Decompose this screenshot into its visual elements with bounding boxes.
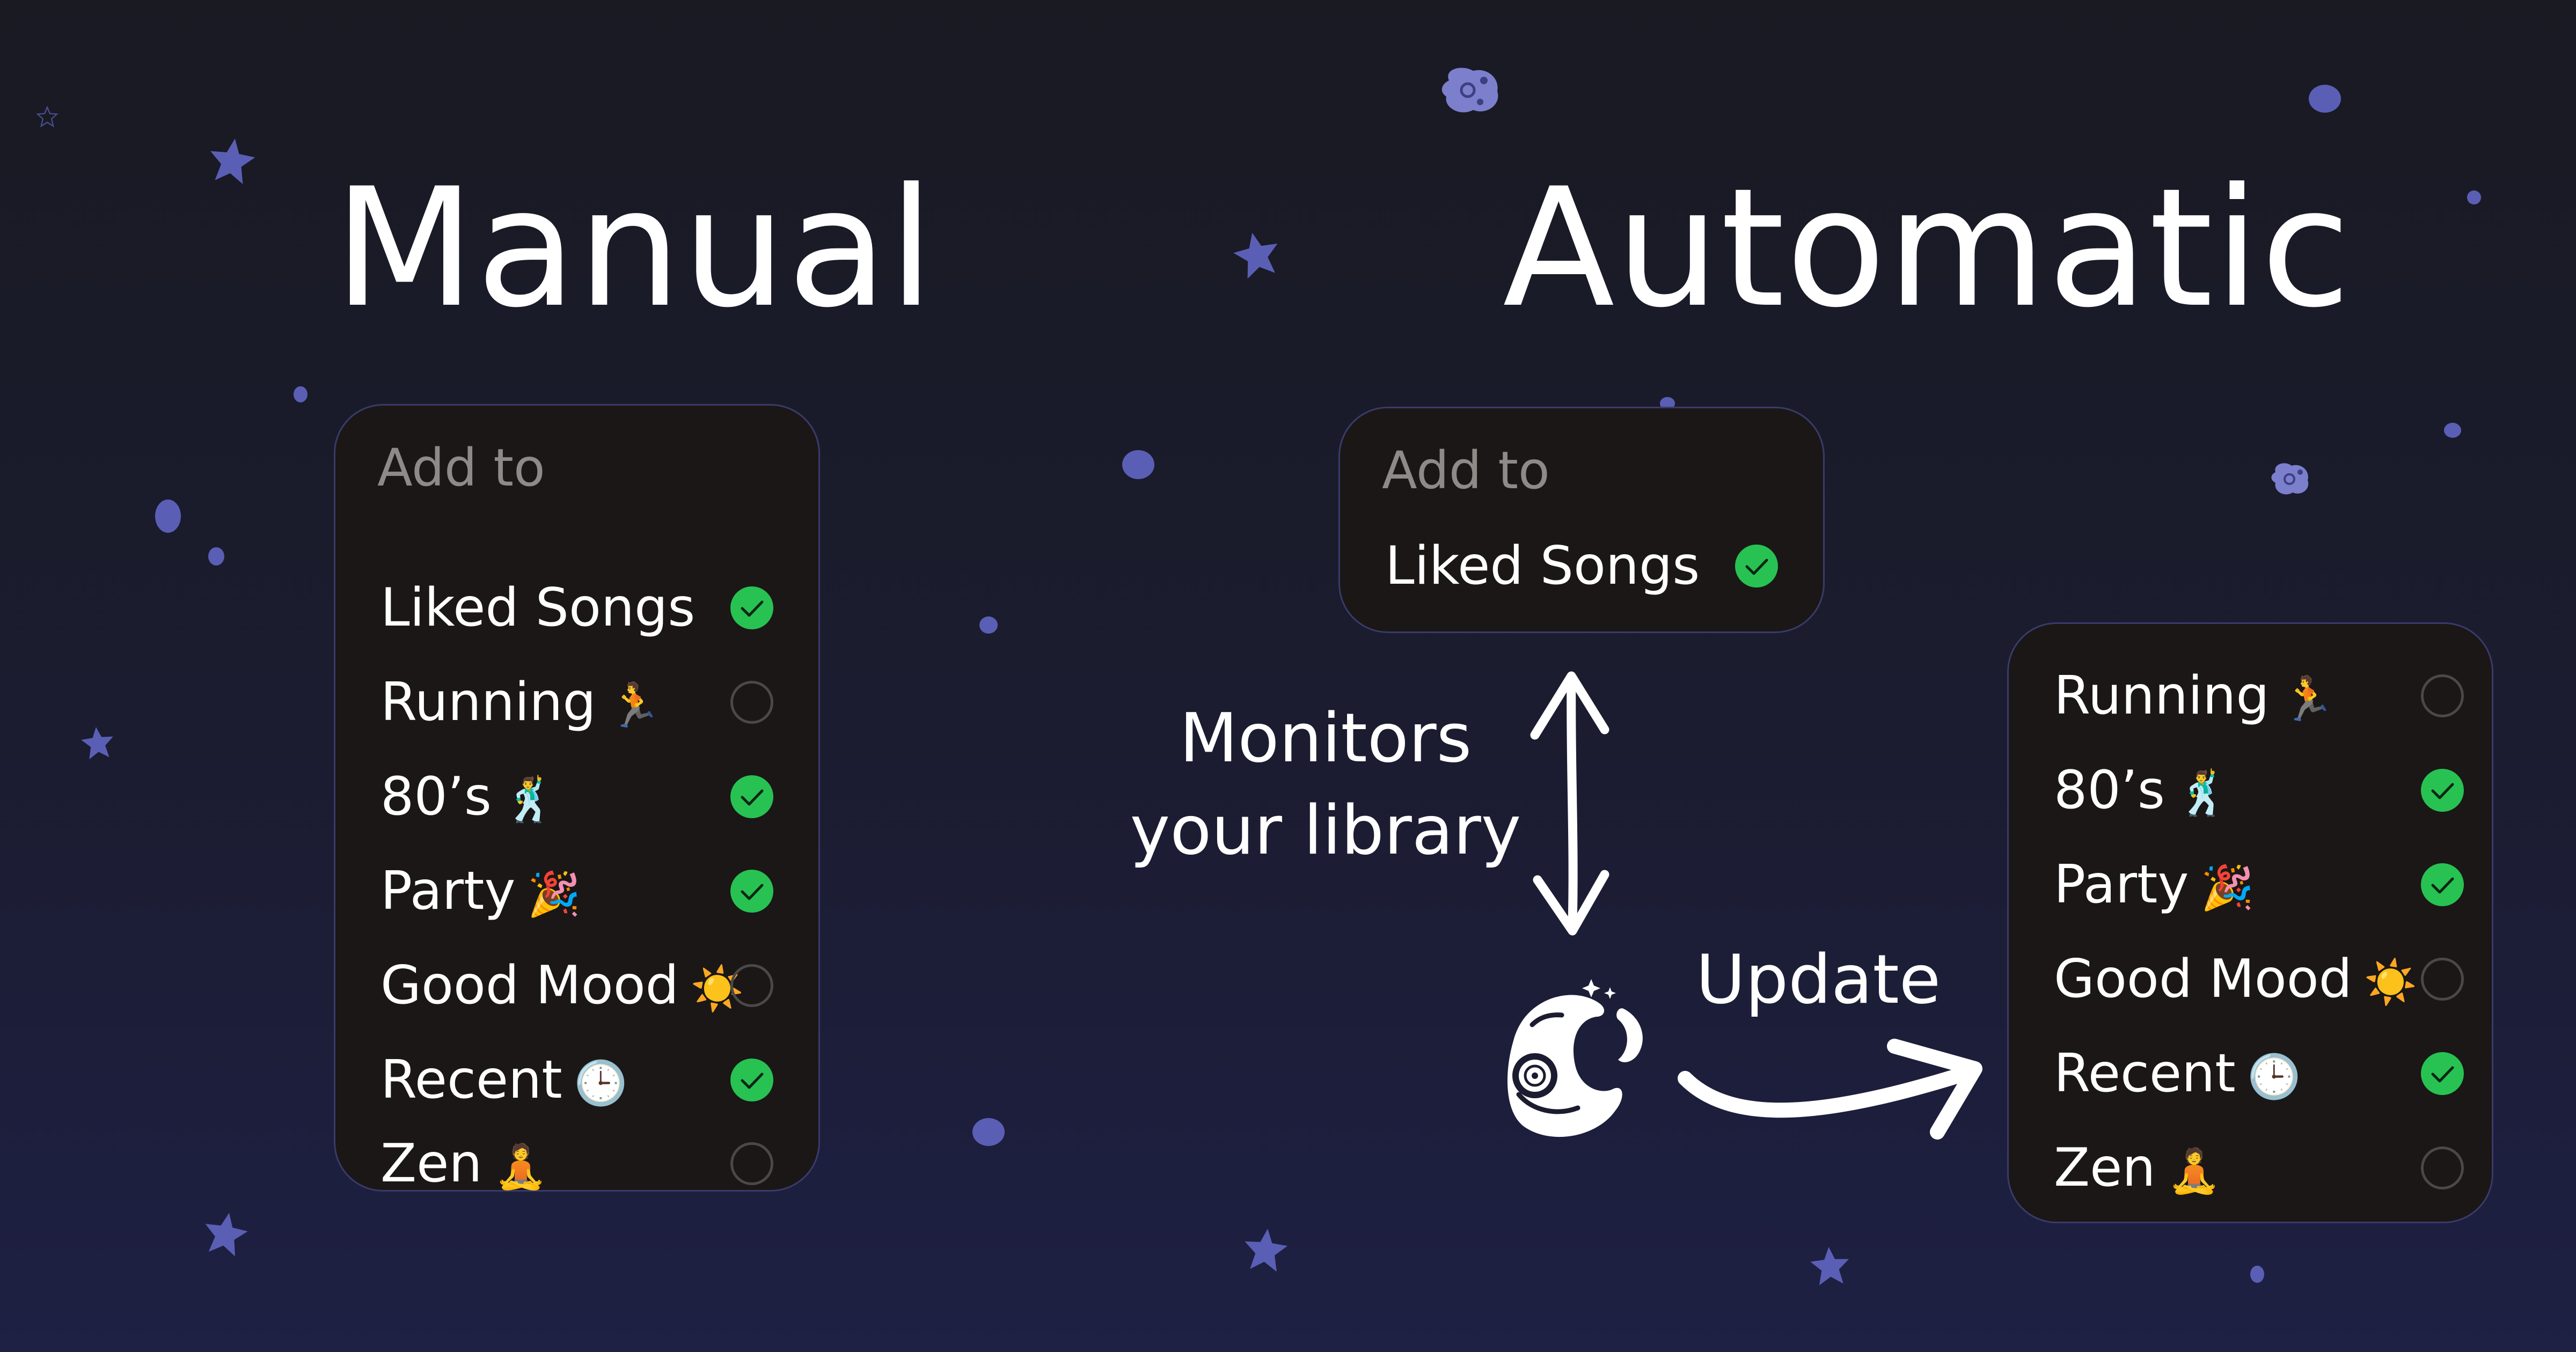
unchecked-icon[interactable]: [2421, 1147, 2464, 1189]
checked-icon[interactable]: [730, 870, 773, 913]
playlist-row-party[interactable]: Party🎉: [335, 848, 818, 934]
star-outline-icon: [36, 106, 58, 127]
playlist-row-recent[interactable]: Recent🕒: [2009, 1031, 2492, 1116]
monitors-caption: Monitors your library: [1127, 692, 1524, 877]
playlist-label: Zen: [2054, 1137, 2156, 1199]
meditation-emoji-icon: 🧘: [2167, 1146, 2221, 1196]
playlist-row-recent[interactable]: Recent🕒: [335, 1037, 818, 1123]
checked-icon[interactable]: [2421, 769, 2464, 812]
playlist-row-liked-songs[interactable]: Liked Songs: [335, 565, 818, 651]
playlist-row-good-mood[interactable]: Good Mood☀️: [335, 943, 818, 1028]
playlist-row-running[interactable]: Running🏃: [335, 659, 818, 745]
playlist-row-liked-songs[interactable]: Liked Songs: [1340, 523, 1823, 609]
checked-icon[interactable]: [1735, 545, 1778, 587]
checked-icon[interactable]: [730, 1059, 773, 1101]
monitors-line-1: Monitors: [1179, 699, 1472, 777]
update-caption: Update: [1696, 940, 1941, 1019]
manual-playlist-panel: Add to Liked Songs Running🏃 80’s🕺 Party🎉…: [334, 404, 820, 1194]
playlist-row-running[interactable]: Running🏃: [2009, 653, 2492, 739]
unchecked-icon[interactable]: [2421, 674, 2464, 717]
dancing-emoji-icon: 🕺: [2176, 768, 2230, 818]
star-icon: [206, 135, 258, 186]
dot: [2309, 85, 2341, 113]
playlist-label: 80’s: [2054, 760, 2165, 821]
checked-icon[interactable]: [730, 586, 773, 629]
playlist-label: Recent: [2054, 1043, 2236, 1104]
checked-icon[interactable]: [730, 775, 773, 818]
panel-header: Add to: [377, 438, 545, 498]
playlist-label: Recent: [380, 1049, 562, 1111]
panel-header: Add to: [1382, 440, 1550, 501]
star-icon: [80, 725, 115, 760]
meditation-emoji-icon: 🧘: [494, 1142, 548, 1192]
dot: [972, 1118, 1005, 1146]
playlist-label: Party: [2054, 854, 2189, 915]
playlist-label: 80’s: [380, 766, 492, 827]
playlist-label: Liked Songs: [1385, 535, 1700, 597]
clock-emoji-icon: 🕒: [574, 1058, 628, 1108]
dancing-emoji-icon: 🕺: [503, 775, 557, 825]
astronaut-helmet-icon: [1507, 979, 1643, 1137]
asteroid-icon: [1441, 68, 1498, 113]
dot: [979, 616, 998, 634]
playlist-row-80s[interactable]: 80’s🕺: [2009, 747, 2492, 833]
auto-playlists-panel: Running🏃 80’s🕺 Party🎉 Good Mood☀️ Recent…: [2007, 622, 2493, 1223]
unchecked-icon[interactable]: [730, 964, 773, 1007]
sun-emoji-icon: ☀️: [2363, 957, 2418, 1007]
auto-liked-songs-panel: Add to Liked Songs: [1338, 407, 1825, 633]
checked-icon[interactable]: [2421, 863, 2464, 906]
playlist-row-party[interactable]: Party🎉: [2009, 842, 2492, 928]
manual-heading: Manual: [334, 153, 935, 343]
dot: [1122, 450, 1154, 479]
asteroid-icon: [2271, 463, 2309, 495]
playlist-row-zen[interactable]: Zen🧘: [335, 1131, 818, 1196]
star-icon: [1809, 1245, 1851, 1286]
playlist-row-good-mood[interactable]: Good Mood☀️: [2009, 936, 2492, 1022]
curved-arrow-icon: [1678, 1039, 1982, 1140]
dot: [2444, 423, 2461, 438]
running-emoji-icon: 🏃: [2281, 674, 2335, 724]
playlist-label: Good Mood: [2054, 949, 2352, 1010]
party-popper-emoji-icon: 🎉: [527, 869, 581, 919]
playlist-label: Running: [2054, 665, 2270, 726]
unchecked-icon[interactable]: [730, 681, 773, 724]
playlist-label: Liked Songs: [380, 577, 696, 638]
unchecked-icon[interactable]: [2421, 958, 2464, 1001]
checked-icon[interactable]: [2421, 1052, 2464, 1095]
monitors-line-2: your library: [1130, 791, 1521, 870]
star-icon: [201, 1209, 251, 1258]
dot: [208, 547, 224, 565]
dot: [155, 499, 181, 533]
playlist-label: Running: [380, 672, 596, 733]
star-icon: [1230, 228, 1284, 281]
party-popper-emoji-icon: 🎉: [2200, 863, 2255, 913]
clock-emoji-icon: 🕒: [2247, 1052, 2301, 1101]
dot: [294, 386, 308, 402]
unchecked-icon[interactable]: [730, 1142, 773, 1185]
star-icon: [1242, 1226, 1289, 1273]
playlist-label: Good Mood: [380, 955, 679, 1016]
dot: [2467, 190, 2481, 204]
running-emoji-icon: 🏃: [608, 680, 662, 730]
playlist-label: Zen: [380, 1133, 482, 1194]
automatic-heading: Automatic: [1503, 153, 2352, 343]
playlist-row-zen[interactable]: Zen🧘: [2009, 1125, 2492, 1211]
playlist-row-80s[interactable]: 80’s🕺: [335, 754, 818, 840]
dot: [2250, 1266, 2264, 1283]
playlist-label: Party: [380, 861, 516, 922]
double-arrow-icon: [1530, 671, 1609, 936]
